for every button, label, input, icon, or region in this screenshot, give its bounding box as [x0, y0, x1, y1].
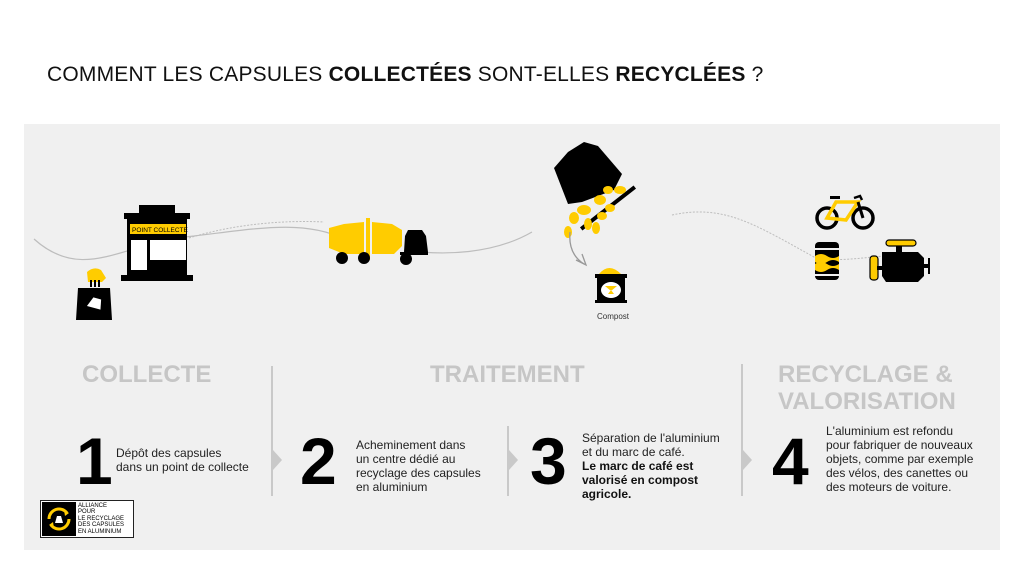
recycle-capsule-icon: [42, 502, 76, 536]
title-part: SONT-ELLES: [471, 63, 616, 86]
shopping-bag-icon: [76, 268, 112, 320]
title-part-bold: RECYCLÉES: [615, 63, 746, 86]
title-part: COMMENT LES CAPSULES: [47, 63, 329, 86]
title-part-bold: COLLECTÉES: [328, 63, 472, 86]
title-part: ?: [745, 63, 764, 86]
car-engine-icon: [869, 239, 930, 282]
logo-line: EN ALUMINIUM: [78, 528, 122, 535]
logo-line: ALLIANCE: [78, 503, 108, 509]
desc-line: Acheminement dans: [356, 438, 466, 452]
step-1-description: Dépôt des capsules dans un point de coll…: [116, 446, 249, 474]
step-divider: [507, 426, 509, 496]
phase-divider: [271, 366, 273, 496]
desc-line-bold: Le marc de café est: [582, 459, 694, 473]
desc-line: L'aluminium est refondu: [826, 424, 954, 438]
curved-arrow-icon: [569, 231, 588, 267]
step-4-number: 4: [772, 424, 809, 498]
phase-recyclage-heading-line1: RECYCLAGE &: [778, 361, 953, 388]
desc-line: des vélos, des canettes ou: [826, 466, 969, 480]
logo-line: DES CAPSULES: [78, 522, 125, 529]
desc-line: des moteurs de voiture.: [826, 480, 952, 494]
phase-recyclage-heading-line2: VALORISATION: [778, 388, 956, 415]
step-arrow-icon: [273, 450, 282, 470]
shop-sign-text: POINT COLLECTE: [132, 227, 189, 234]
desc-line: Séparation de l'aluminium: [582, 431, 720, 445]
logo-line: POUR: [78, 509, 96, 516]
compost-bag-icon: [595, 268, 627, 303]
collection-point-shop-icon: POINT COLLECTE: [121, 205, 193, 281]
bicycle-icon: [815, 194, 875, 230]
step-4-description: L'aluminium est refondu pour fabriquer d…: [826, 424, 973, 494]
step-3-number: 3: [530, 424, 567, 498]
desc-line: et du marc de café.: [582, 445, 685, 459]
desc-line: objets, comme par exemple: [826, 452, 974, 466]
soda-can-icon: [815, 242, 839, 280]
phase-divider: [741, 364, 743, 496]
step-2-number: 2: [300, 424, 337, 498]
step-2-description: Acheminement dans un centre dédié au rec…: [356, 438, 481, 494]
capsule-shredding-icon: [554, 142, 637, 238]
compost-label: Compost: [597, 312, 630, 321]
step-1-number: 1: [76, 424, 113, 498]
desc-line: recyclage des capsules: [356, 466, 481, 480]
phase-collecte-heading: COLLECTE: [82, 361, 212, 388]
desc-line-bold: valorisé en compost: [582, 473, 699, 487]
alliance-logo: ALLIANCE POUR LE RECYCLAGE DES CAPSULES …: [40, 500, 134, 538]
desc-line: dans un point de collecte: [116, 460, 249, 474]
page-title: COMMENT LES CAPSULES COLLECTÉES SONT-ELL…: [47, 63, 763, 87]
step-arrow-icon: [509, 450, 518, 470]
desc-line: en aluminium: [356, 480, 428, 494]
desc-line: un centre dédié au: [356, 452, 456, 466]
logo-text: ALLIANCE POUR LE RECYCLAGE DES CAPSULES …: [78, 503, 124, 535]
logo-line: LE RECYCLAGE: [78, 515, 125, 522]
desc-line-bold: agricole.: [582, 487, 632, 501]
phase-traitement-heading: TRAITEMENT: [430, 361, 585, 388]
transport-truck-icon: [329, 218, 428, 265]
desc-line: pour fabriquer de nouveaux: [826, 438, 973, 452]
desc-line: Dépôt des capsules: [116, 446, 222, 460]
infographic-panel: [24, 124, 1000, 550]
step-arrow-icon: [743, 450, 752, 470]
step-3-description: Séparation de l'aluminium et du marc de …: [582, 431, 720, 501]
